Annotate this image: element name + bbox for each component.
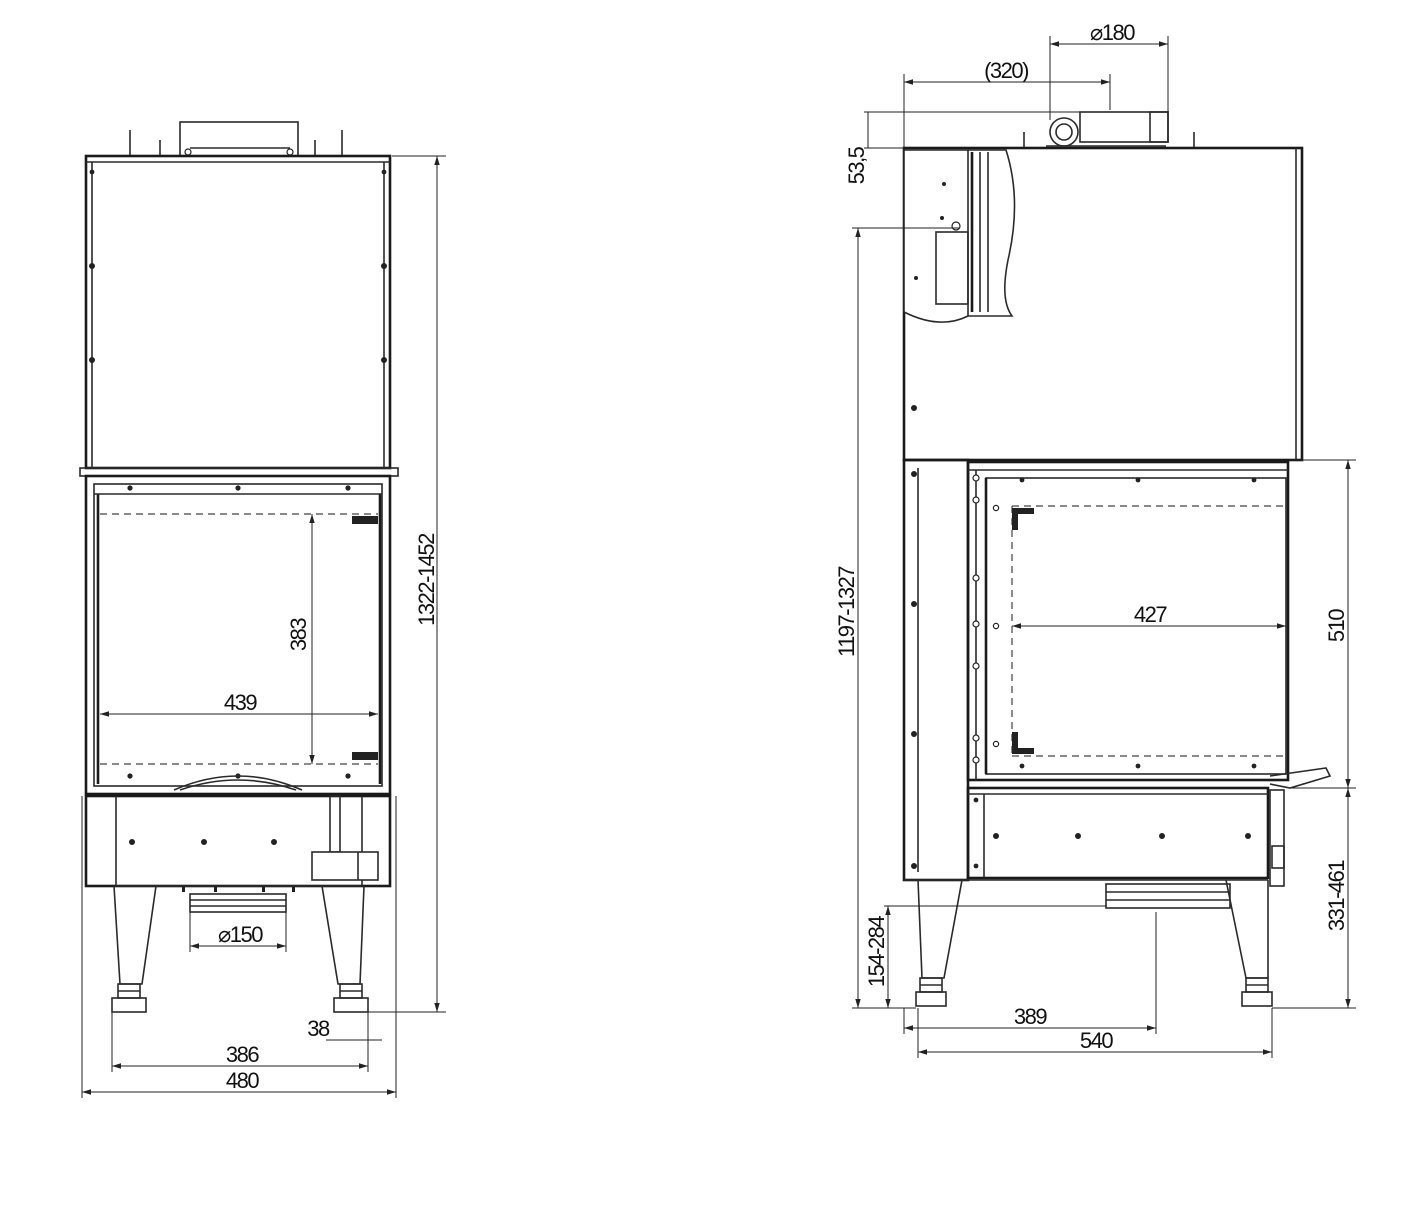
side-view: ⌀180 (320) 53,5 1197-1327 427 510 331-46…	[834, 20, 1356, 1058]
side-window-height-label: 510	[1324, 609, 1349, 642]
front-view: 1322-1452 383 439 ⌀150 38 386 480	[79, 121, 446, 1098]
front-height-total-label: 1322-1452	[414, 533, 439, 626]
side-leg-offset-label: 389	[1014, 1004, 1047, 1029]
front-window-width-label: 439	[224, 690, 257, 715]
front-overall-width-label: 480	[226, 1068, 259, 1093]
side-height-total-label: 1197-1327	[834, 566, 859, 657]
side-flue-offset-label: (320)	[984, 58, 1028, 83]
side-leg-height-label: 154-284	[864, 916, 889, 988]
front-leg-spacing-label: 386	[226, 1042, 259, 1067]
front-leg-offset-label: 38	[307, 1016, 330, 1041]
side-overall-depth-label: 540	[1080, 1028, 1113, 1053]
side-top-offset-label: 53,5	[844, 146, 869, 184]
side-base-height-label: 331-461	[1324, 860, 1349, 932]
side-window-width-label: 427	[1134, 602, 1167, 627]
front-window-height-label: 383	[286, 618, 311, 651]
side-flue-diameter-label: ⌀180	[1090, 20, 1135, 45]
front-flue-diameter-label: ⌀150	[218, 922, 263, 947]
